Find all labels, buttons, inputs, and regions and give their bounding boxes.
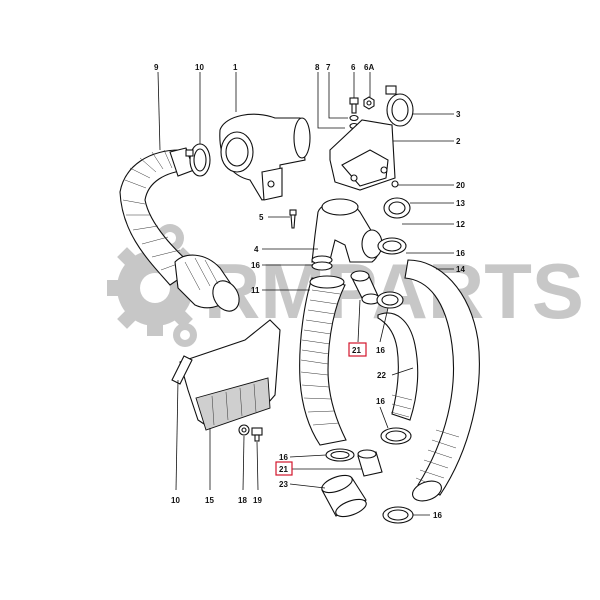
part-6-bolt — [349, 97, 359, 114]
leader-lines — [157, 71, 454, 516]
part-3-clamp — [385, 85, 414, 127]
part-1-blower-housing — [219, 113, 311, 201]
callout-18: 18 — [238, 496, 247, 505]
callout-1: 1 — [233, 63, 238, 72]
callout-11: 11 — [251, 286, 260, 295]
callout-21-b: 21 — [279, 465, 288, 474]
callout-15: 15 — [205, 496, 214, 505]
callout-10-bottom: 10 — [171, 496, 180, 505]
part-16-clamp-e — [325, 448, 355, 462]
callout-6: 6 — [351, 63, 356, 72]
callout-16-f: 16 — [433, 511, 442, 520]
part-23-sleeve — [321, 474, 367, 518]
callout-19: 19 — [253, 496, 262, 505]
callout-14: 14 — [456, 265, 465, 274]
part-6a-nut — [363, 96, 375, 110]
callout-3: 3 — [456, 110, 461, 119]
part-13-clamp — [383, 197, 411, 219]
callout-16-e: 16 — [279, 453, 288, 462]
part-16-clamp-c — [376, 291, 404, 309]
callout-23: 23 — [279, 480, 288, 489]
callout-4: 4 — [254, 245, 259, 254]
callout-22: 22 — [377, 371, 386, 380]
callout-21-a-highlight — [348, 342, 367, 357]
callout-2: 2 — [456, 137, 461, 146]
part-16-clamp-a — [377, 237, 407, 255]
callout-10-top: 10 — [195, 63, 204, 72]
callout-21-b-highlight — [275, 461, 293, 476]
callout-16-b: 16 — [456, 249, 465, 258]
callout-9: 9 — [154, 63, 159, 72]
callout-16-d: 16 — [376, 397, 385, 406]
callout-5: 5 — [259, 213, 264, 222]
callout-21-a: 21 — [352, 346, 361, 355]
part-21-connector-a — [350, 270, 381, 305]
callout-6a: 6A — [364, 63, 374, 72]
callout-labels: 9 10 1 8 7 6 6A 3 2 20 5 13 12 4 16 16 1… — [154, 63, 465, 520]
part-20-screw — [391, 180, 399, 188]
part-2-bracket — [329, 119, 396, 191]
part-16-clamp-b — [311, 261, 333, 271]
part-22-hose — [377, 312, 419, 421]
part-9-hose-end — [174, 254, 240, 312]
part-15-duct — [179, 319, 281, 431]
part-11-hose — [299, 275, 347, 446]
part-10-clamp-top — [185, 143, 211, 177]
part-18-washer — [238, 424, 250, 436]
callout-12: 12 — [456, 220, 465, 229]
part-14-hose — [404, 259, 480, 502]
callout-20: 20 — [456, 181, 465, 190]
callout-8: 8 — [315, 63, 320, 72]
part-21-connector-b — [357, 449, 383, 477]
callout-16-a: 16 — [251, 261, 260, 270]
part-16-clamp-f — [382, 506, 414, 524]
part-19-screw — [251, 427, 263, 442]
part-10-clamp-bottom — [171, 355, 193, 385]
part-16-clamp-d — [380, 427, 412, 445]
callout-7: 7 — [326, 63, 331, 72]
callout-13: 13 — [456, 199, 465, 208]
part-5-screw — [289, 209, 297, 229]
callout-16-c: 16 — [376, 346, 385, 355]
